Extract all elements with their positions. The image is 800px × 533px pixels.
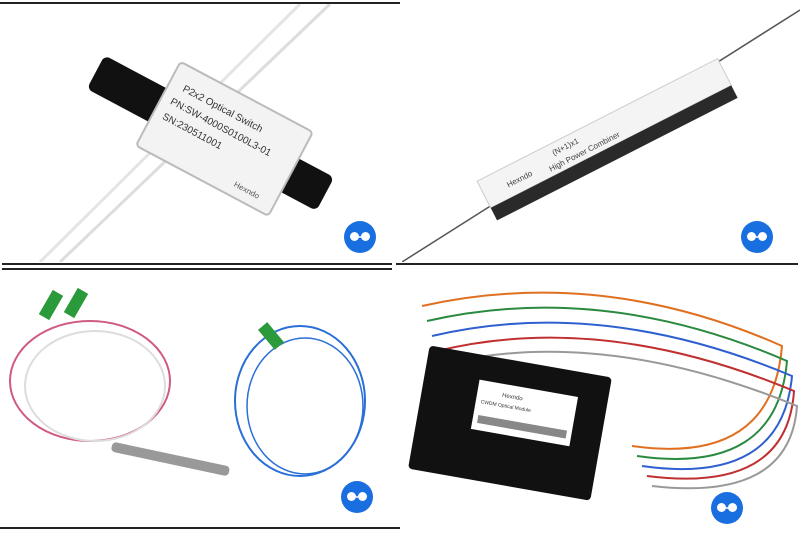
divider xyxy=(2,268,392,270)
product-tile-cwdm-module[interactable]: Hexndo CWDM Optical Module xyxy=(402,266,800,533)
more-button[interactable] xyxy=(741,221,773,253)
divider xyxy=(2,263,392,265)
product-tile-optical-switch[interactable]: P2x2 Optical Switch PN:SW-4000S0100L3-01… xyxy=(0,4,398,262)
more-button[interactable] xyxy=(341,481,373,513)
divider xyxy=(0,2,400,4)
optical-switch-image: P2x2 Optical Switch PN:SW-4000S0100L3-01… xyxy=(38,4,333,262)
more-button[interactable] xyxy=(711,492,743,524)
brand-label: Hexndo xyxy=(502,393,524,403)
product-tile-power-combiner[interactable]: Hexndo (N+1)x1 High Power Combiner xyxy=(402,0,800,262)
power-combiner-image: Hexndo (N+1)x1 High Power Combiner xyxy=(402,9,800,262)
product-tile-fiber-coupler[interactable] xyxy=(0,271,398,526)
cwdm-module-image: Hexndo CWDM Optical Module xyxy=(408,291,799,501)
divider xyxy=(0,527,400,529)
fiber-coupler-image xyxy=(9,287,366,477)
divider xyxy=(396,263,798,265)
more-button[interactable] xyxy=(344,221,376,253)
